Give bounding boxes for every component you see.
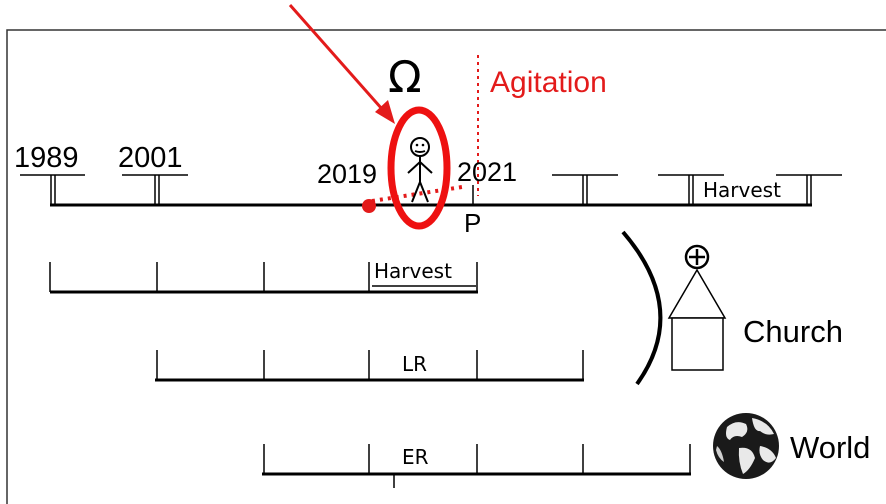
timeline-row-lr [155, 350, 584, 382]
person-icon [407, 137, 433, 203]
timeline-row-er [262, 444, 691, 488]
church-icon [667, 244, 727, 371]
row-label-lr: LR [402, 352, 427, 376]
red-dotted-trail [362, 185, 463, 213]
pointer-arrow [288, 4, 395, 124]
highlight-ellipse [387, 106, 451, 230]
top-timeline [20, 174, 842, 207]
year-label-2001: 2001 [118, 142, 183, 174]
top-harvest-label: Harvest [703, 178, 781, 202]
row-label-er: ER [402, 445, 429, 469]
point-p-label: P [464, 208, 481, 238]
row-label-harvest: Harvest [374, 259, 452, 283]
diagram-frame [6, 29, 886, 504]
year-label-1989: 1989 [14, 142, 79, 174]
year-label-2021: 2021 [457, 157, 517, 187]
omega-symbol: Ω [388, 52, 422, 103]
church-bracket-arc [621, 230, 663, 386]
year-label-2019: 2019 [317, 159, 377, 189]
timeline-row-harvest [49, 262, 478, 294]
globe-icon [713, 413, 779, 479]
agitation-label: Agitation [490, 66, 607, 99]
world-label: World [790, 430, 870, 465]
church-label: Church [743, 314, 843, 349]
